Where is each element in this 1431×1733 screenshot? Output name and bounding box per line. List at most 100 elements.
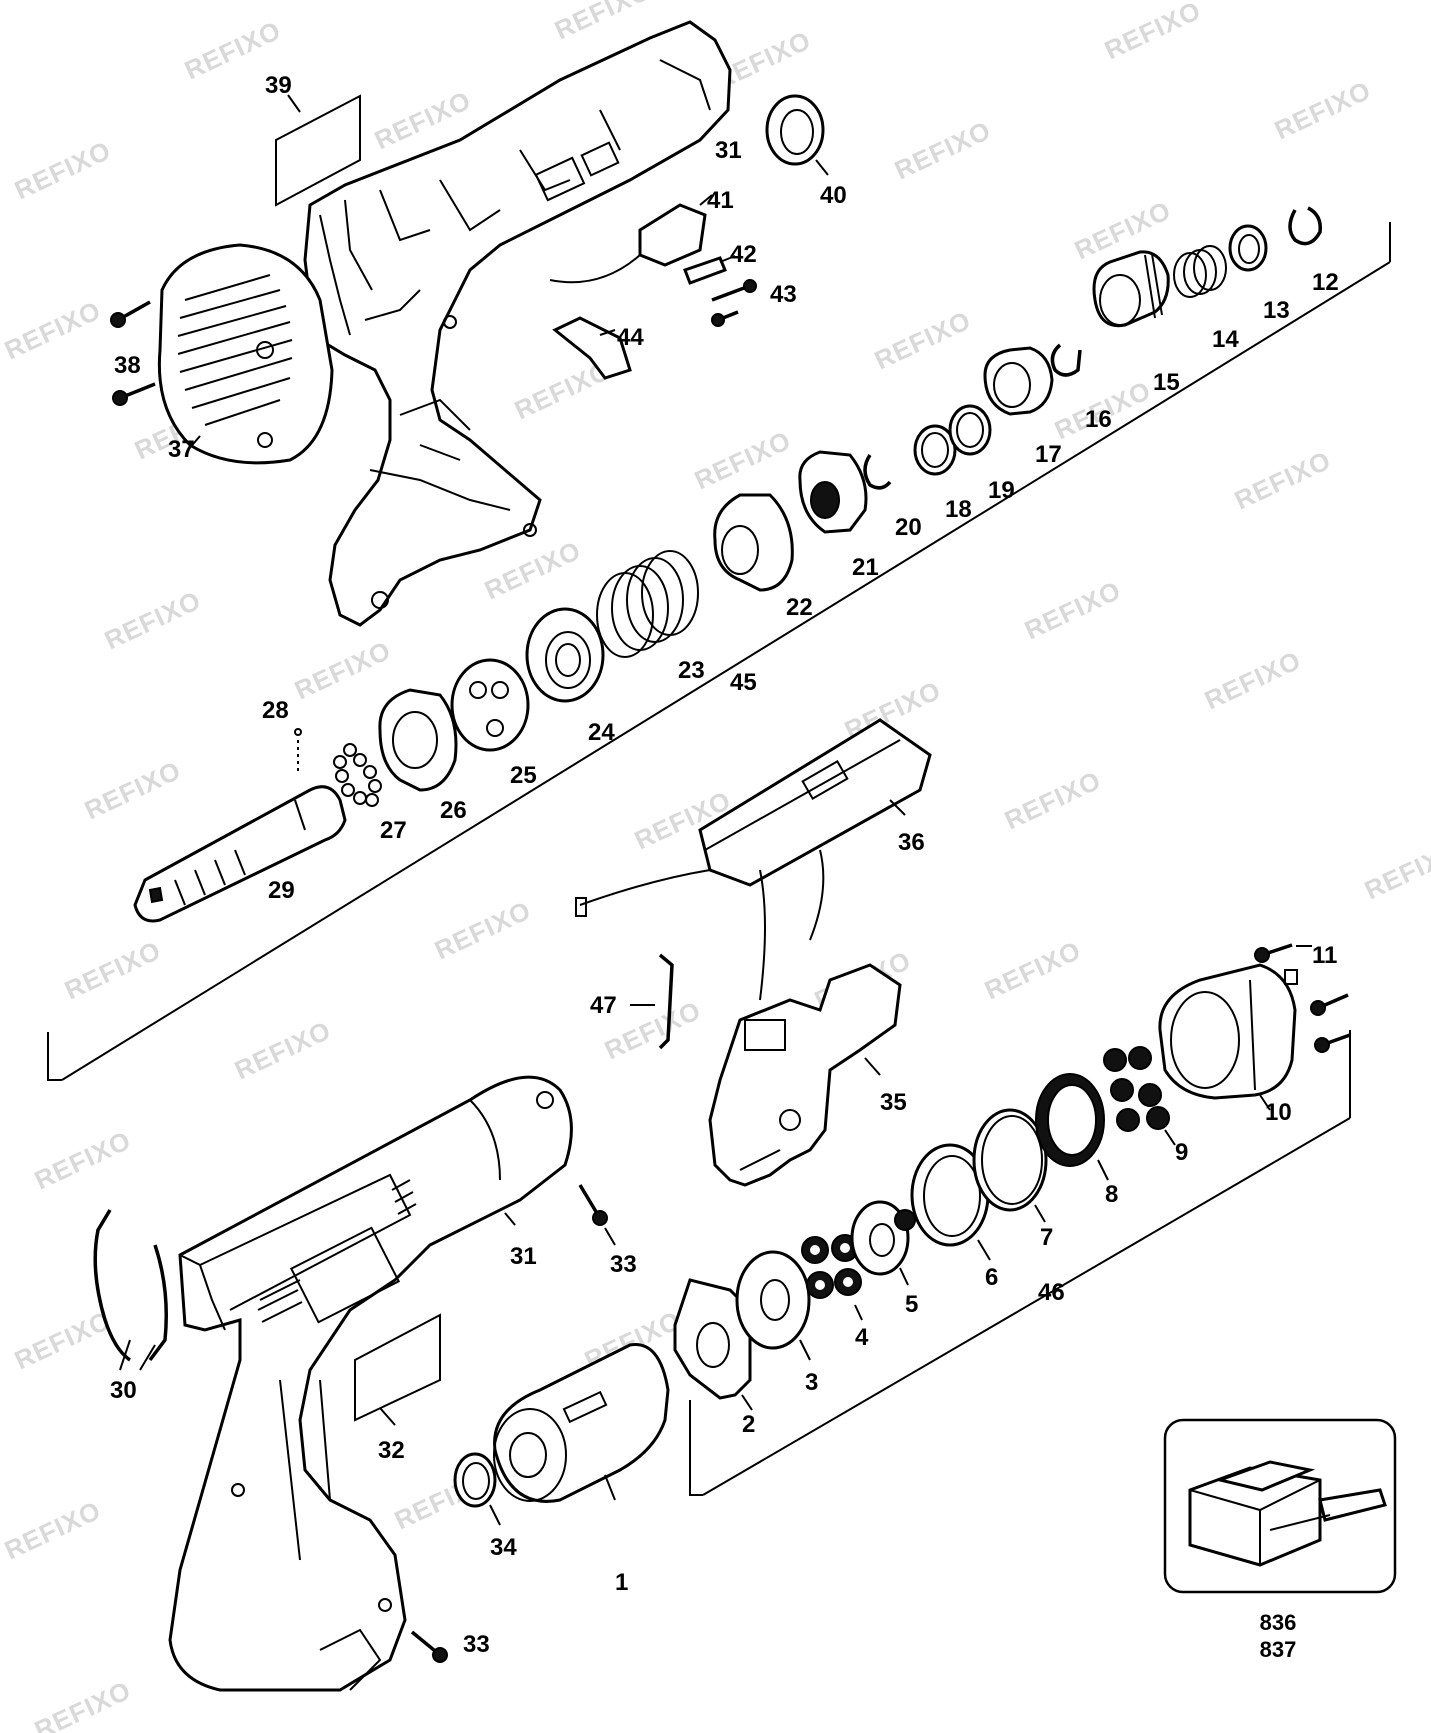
part-label-31: 31 [715, 137, 742, 164]
part-label-12: 12 [1312, 269, 1339, 296]
part-label-42: 42 [730, 241, 757, 268]
part-label-41: 41 [707, 187, 734, 214]
part-25-disc [450, 658, 530, 752]
watermark: REFIXO [100, 585, 206, 656]
part-4-planet-gears [801, 1234, 863, 1321]
part-label-2: 2 [742, 1411, 755, 1438]
part-32-label [354, 1313, 441, 1426]
part-35-trigger-switch [708, 963, 902, 1187]
part-label-17: 17 [1035, 441, 1062, 468]
watermark: REFIXO [10, 1305, 116, 1376]
part-label-15: 15 [1153, 369, 1180, 396]
watermark: REFIXO [30, 1675, 136, 1733]
watermark: REFIXO [60, 935, 166, 1006]
part-label-16: 16 [1085, 406, 1112, 433]
watermark: REFIXO [1200, 645, 1306, 716]
part-10-gear-case [1158, 963, 1298, 1111]
part-8-ring-gear [1035, 1073, 1109, 1181]
watermark: REFIXO [1360, 835, 1431, 906]
part-label-27: 27 [380, 817, 407, 844]
watermark: REFIXO [230, 1015, 336, 1086]
part-label-5: 5 [905, 1291, 918, 1318]
part-33-screw-upper [578, 1184, 616, 1246]
part-3-thrust-washer [735, 1250, 811, 1361]
part-label-37: 37 [168, 436, 195, 463]
part-30-spring-clips [93, 1209, 168, 1371]
part-label-45: 45 [730, 669, 757, 696]
watermark: REFIXO [430, 895, 536, 966]
part-label-36: 36 [898, 829, 925, 856]
part-15-collar [1092, 250, 1170, 328]
part-19-washer [948, 404, 992, 456]
part-label-39: 39 [265, 72, 292, 99]
watermark: REFIXO [1100, 0, 1206, 65]
watermark: REFIXO [10, 135, 116, 206]
part-47-spring-clip [630, 953, 674, 1050]
part-label-9: 9 [1175, 1139, 1188, 1166]
watermark: REFIXO [550, 0, 656, 45]
watermark: REFIXO [890, 115, 996, 186]
part-26-bearing-housing [378, 688, 458, 792]
part-29-spindle [133, 785, 347, 923]
part-label-20: 20 [895, 514, 922, 541]
watermark: REFIXO [1020, 575, 1126, 646]
bracket-46 [689, 1030, 1351, 1496]
part-label-34: 34 [490, 1534, 517, 1561]
part-41-switch-module [549, 194, 713, 284]
part-28-ball [294, 728, 302, 775]
watermark: REFIXO [0, 1495, 106, 1566]
part-21-nut [798, 450, 868, 534]
part-38-screws [110, 300, 156, 406]
part-label-26: 26 [440, 797, 467, 824]
watermark: REFIXO [30, 1125, 136, 1196]
part-9-planet-gears [1103, 1046, 1176, 1146]
part-label-8: 8 [1105, 1181, 1118, 1208]
toolbox-inset [1163, 1418, 1397, 1594]
part-label-7: 7 [1040, 1224, 1053, 1251]
part-label-44: 44 [617, 324, 644, 351]
part-23-spring [596, 550, 699, 658]
watermark: REFIXO [480, 535, 586, 606]
part-label-46: 46 [1038, 1279, 1065, 1306]
part-label-40: 40 [820, 182, 847, 209]
watermark: REFIXO [0, 295, 106, 366]
part-number-labels: 1 2 3 4 5 6 7 8 9 10 11 12 13 14 15 16 1… [110, 72, 1339, 1658]
part-label-47: 47 [590, 992, 617, 1019]
watermark: REFIXO [290, 635, 396, 706]
part-37-end-cap [157, 243, 334, 465]
part-label-33: 33 [610, 1251, 637, 1278]
part-1-motor [493, 1343, 670, 1503]
part-label-18: 18 [945, 496, 972, 523]
part-label-31: 31 [510, 1243, 537, 1270]
part-label-25: 25 [510, 762, 537, 789]
watermark: REFIXO [980, 935, 1086, 1006]
part-label-23: 23 [678, 657, 705, 684]
part-label-32: 32 [378, 1437, 405, 1464]
bracket-45 [47, 222, 1391, 1081]
part-34-washer [453, 1452, 501, 1526]
part-11-screws [1254, 943, 1351, 1053]
part-label-28: 28 [262, 697, 289, 724]
part-22-housing [713, 493, 794, 592]
watermark: REFIXO [1000, 765, 1106, 836]
part-18-washer [913, 424, 957, 476]
part-16-clip [1050, 343, 1082, 377]
part-label-24: 24 [588, 719, 615, 746]
part-label-1: 1 [615, 1569, 628, 1596]
toolbox-icon [1188, 1460, 1387, 1567]
part-20-clip [863, 454, 892, 490]
part-label-4: 4 [855, 1324, 869, 1351]
model-number: 837 [1260, 1637, 1297, 1662]
part-label-13: 13 [1263, 297, 1290, 324]
part-label-19: 19 [988, 477, 1015, 504]
part-label-22: 22 [786, 594, 813, 621]
part-label-11: 11 [1312, 942, 1337, 969]
part-label-35: 35 [880, 1089, 907, 1116]
part-44-trigger-insert [552, 316, 632, 380]
part-40-ring [765, 94, 829, 176]
watermark: REFIXO [690, 425, 796, 496]
part-39-label [275, 94, 361, 207]
part-36-switch-carrier [575, 718, 932, 1001]
part-31-drill-housing [168, 1075, 573, 1692]
